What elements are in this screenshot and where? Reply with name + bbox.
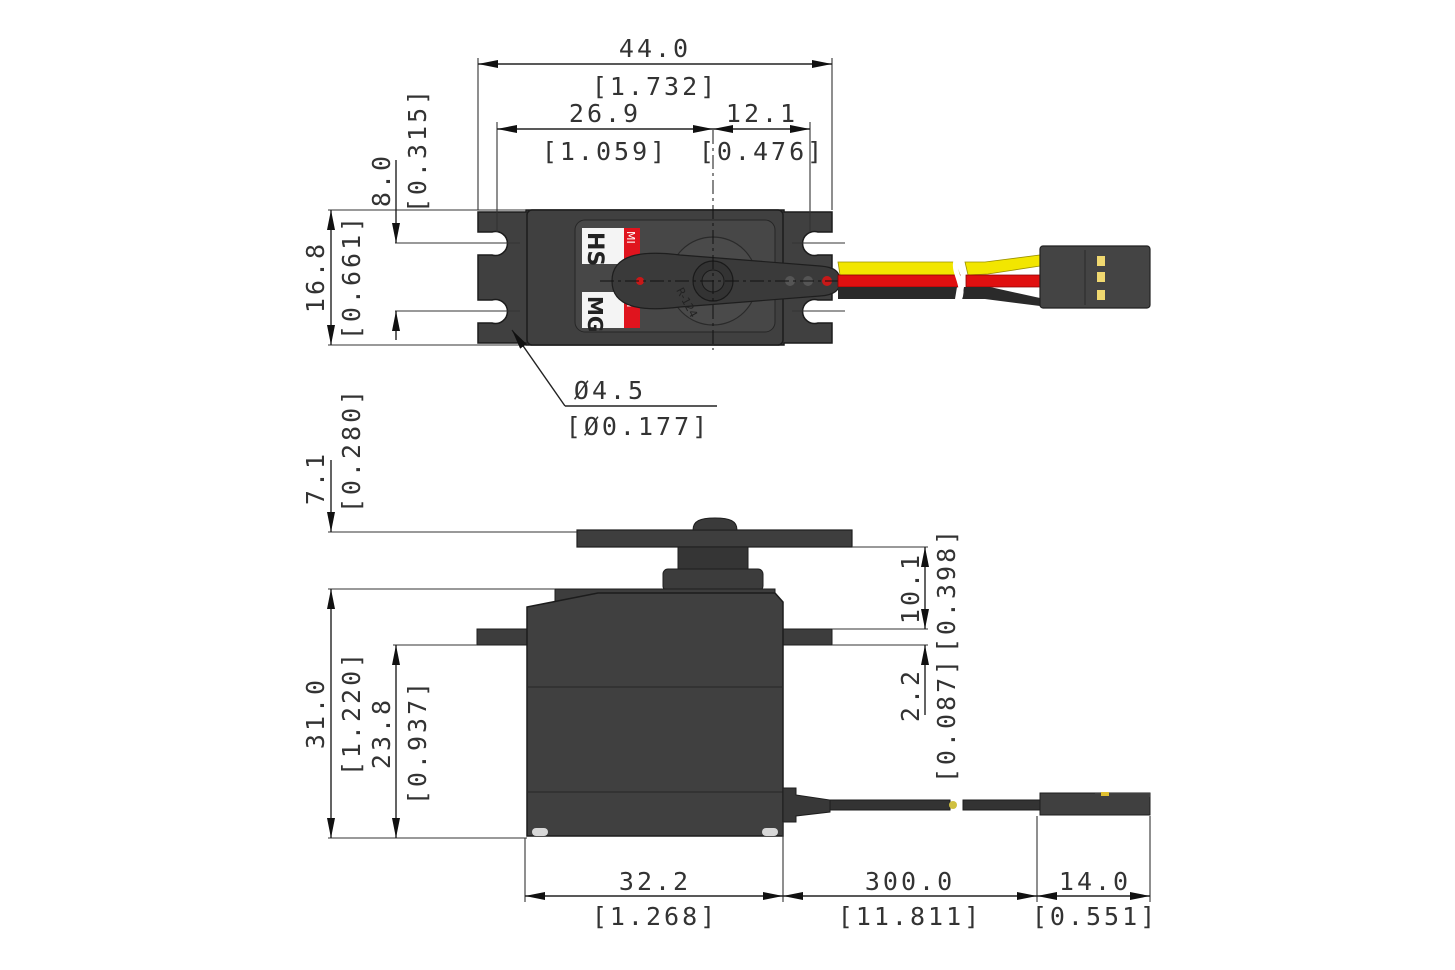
badge-top-text: MI [624, 231, 637, 244]
horn-disk-side [576, 529, 853, 548]
label-model: MG [583, 296, 607, 332]
dim-flange-thickness-mm: 2.2 [896, 668, 925, 722]
cable-grommet [782, 787, 831, 823]
leader-hole-diameter [511, 329, 566, 407]
output-spline-side [677, 546, 749, 570]
dim-hole-diameter-in: [Ø0.177] [566, 412, 710, 441]
dim-body-width-mm: 16.8 [301, 241, 330, 313]
horn-hole [785, 276, 795, 286]
dim-hole-spacing-in: [0.315] [403, 87, 432, 213]
label-brand: HS [582, 232, 607, 266]
dim-top-to-flange-mm: 10.1 [896, 552, 925, 624]
dim-hole-spacing-mm: 8.0 [367, 153, 396, 207]
dim-body-height-in: [1.220] [337, 650, 366, 776]
dim-body-length-in: [1.268] [592, 902, 718, 931]
flange-right-side [779, 628, 833, 646]
dim-body-to-shaft-in: [1.059] [542, 137, 668, 166]
dim-connector-length-mm: 14.0 [1059, 867, 1131, 896]
dim-flange-thickness-in: [0.087] [932, 657, 961, 783]
dim-body-height-mm: 31.0 [301, 677, 330, 749]
connector-top [1039, 245, 1151, 309]
dim-body-length-mm: 32.2 [619, 867, 691, 896]
dim-horn-height-mm: 7.1 [301, 451, 330, 505]
dim-top-to-flange-in: [0.398] [932, 527, 961, 653]
gear-boss-side [662, 568, 764, 592]
dim-overall-width-mm: 44.0 [619, 34, 691, 63]
dim-body-width-in: [0.661] [337, 214, 366, 340]
dim-overall-width-in: [1.732] [592, 72, 718, 101]
dim-body-to-shaft-mm: 26.9 [569, 99, 641, 128]
dim-shaft-to-hole-in: [0.476] [699, 137, 825, 166]
dim-flange-height-mm: 23.8 [367, 697, 396, 769]
top-view: HS MG MI NI R-124 [301, 34, 1151, 441]
hole-crosshairs [470, 242, 845, 312]
servo-case-side [526, 592, 784, 837]
flange-left-side [476, 628, 530, 646]
dim-hole-diameter-mm: Ø4.5 [574, 376, 646, 405]
dim-cable-length-in: [11.811] [838, 902, 982, 931]
dim-connector-length-in: [0.551] [1032, 902, 1158, 931]
servo-label: HS MG MI NI [582, 228, 640, 332]
servo-cable-top [837, 254, 1041, 306]
dim-horn-height-in: [0.280] [337, 387, 366, 513]
foot-left [532, 828, 548, 836]
foot-right [762, 828, 778, 836]
dim-shaft-to-hole-mm: 12.1 [726, 99, 798, 128]
dim-flange-height-in: [0.937] [403, 679, 432, 805]
side-view: 7.1 [0.280] 31.0 [1.220] 23.8 [0.937] 10… [301, 387, 1158, 931]
servo-cable-side [829, 799, 951, 811]
dim-cable-length-mm: 300.0 [865, 867, 955, 896]
